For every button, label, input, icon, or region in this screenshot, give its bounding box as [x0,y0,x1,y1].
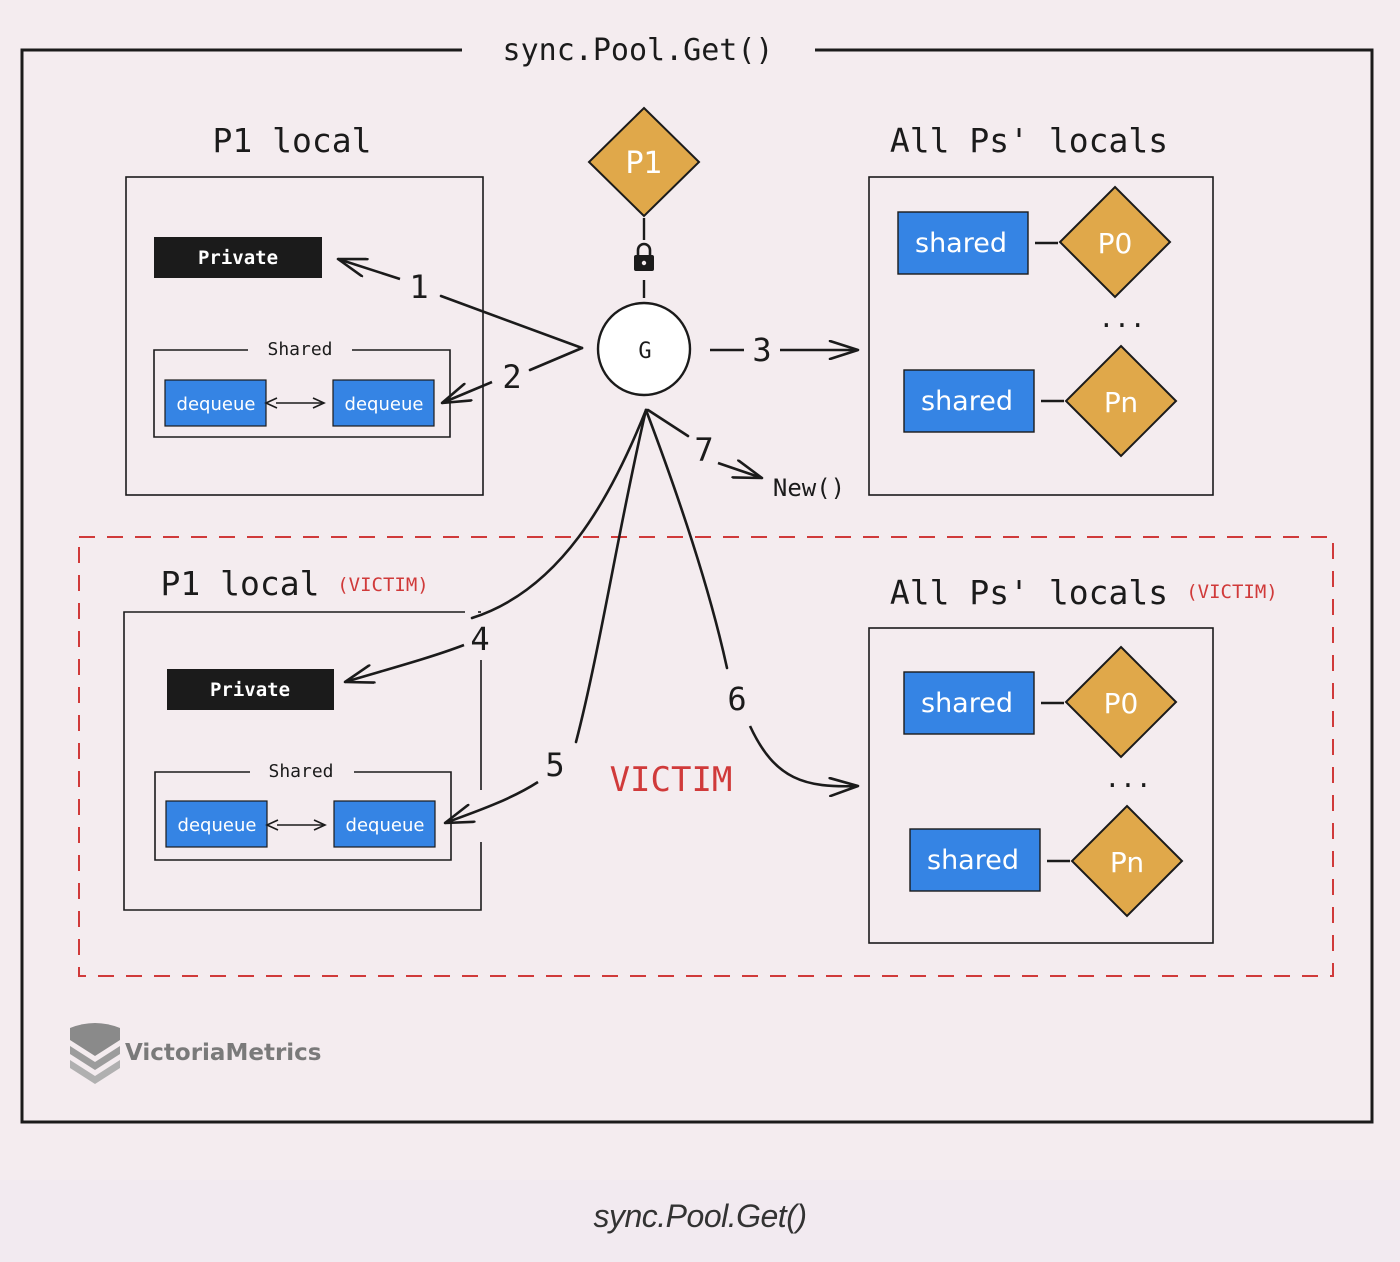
arrow-step-1 [338,259,401,281]
private-box [154,237,322,278]
arrow-step-5 [445,780,539,823]
dequeue-box [332,379,435,427]
arrow-step-6 [748,725,858,786]
arrow-step-4 [345,643,465,682]
shared-group-label: Shared [268,761,333,782]
shared-label: shared [921,688,1013,719]
private-label: Private [198,247,278,269]
figure-caption: sync.Pool.Get() [593,1198,807,1234]
goroutine-label: G [638,339,651,364]
ellipsis: ... [1099,304,1146,334]
shared-group-box [154,771,452,861]
p0-diamond [1058,185,1172,299]
dequeue-label: dequeue [345,394,424,415]
arrow-step-1 [439,294,584,350]
private-label: Private [210,679,290,701]
shared-box [903,369,1035,433]
step-4-label: 4 [470,620,489,658]
private-box [167,669,334,710]
shared-group-box [153,349,451,438]
victim-p1-local-title: P1 local [161,564,320,603]
outer-frame [20,48,1374,1124]
pn-label: Pn [1110,846,1144,879]
step-5-label: 5 [545,746,564,784]
victim-p1-local-box [123,611,482,911]
dequeue-box [165,800,268,848]
victim-center-label: VICTIM [610,760,733,800]
p0-diamond [1064,645,1178,759]
victim-all-ps-locals-box [868,627,1214,944]
diagram-canvas: sync.Pool.Get() P1 local Private Shared … [20,33,1374,1124]
victim-tag: (VICTIM) [337,574,429,596]
step-6-label: 6 [727,680,746,718]
pn-diamond [1064,344,1178,458]
p1-diamond-label: P1 [625,146,662,181]
shared-label: shared [915,228,1007,259]
victim-all-ps-locals-title: All Ps' locals [890,573,1168,612]
dequeue-box [333,800,436,848]
p0-label: P0 [1104,687,1139,720]
dequeue-label: dequeue [178,815,257,836]
all-ps-locals-box [868,176,1214,496]
victim-tag: (VICTIM) [1186,581,1278,603]
shared-box [903,671,1035,735]
victoriametrics-logo-icon [70,1023,120,1084]
frame-title: sync.Pool.Get() [503,33,774,68]
p1-local-box [125,176,484,496]
p1-diamond [587,106,701,218]
new-func-label: New() [773,474,845,502]
arrow-step-7 [717,463,762,478]
caption-bar [0,1180,1400,1262]
ellipsis: ... [1105,764,1152,794]
arrow-step-2 [528,346,584,372]
arrow-step-4 [470,408,648,620]
arrow-step-5 [574,408,648,744]
shared-label: shared [927,845,1019,876]
all-ps-locals-title: All Ps' locals [890,121,1168,160]
victim-region [78,536,1334,977]
dequeue-box [164,379,267,427]
goroutine-circle [596,301,692,397]
dequeue-label: dequeue [346,815,425,836]
dequeue-label: dequeue [177,394,256,415]
shared-label: shared [921,386,1013,417]
arrow-step-6 [644,408,729,670]
p0-label: P0 [1098,227,1133,260]
arrow-step-7 [646,408,690,438]
shared-group-label: Shared [267,339,332,360]
p1-local-title: P1 local [213,121,372,160]
shared-box [897,211,1029,275]
step-1-label: 1 [409,268,428,306]
lock-icon [634,242,654,271]
pn-diamond [1070,804,1184,918]
logo-text: VictoriaMetrics [125,1040,322,1066]
step-2-label: 2 [502,358,521,396]
step-7-label: 7 [694,431,713,469]
step-3-label: 3 [752,331,771,369]
arrow-step-2 [442,380,493,403]
shared-box [909,828,1041,892]
pn-label: Pn [1104,386,1138,419]
